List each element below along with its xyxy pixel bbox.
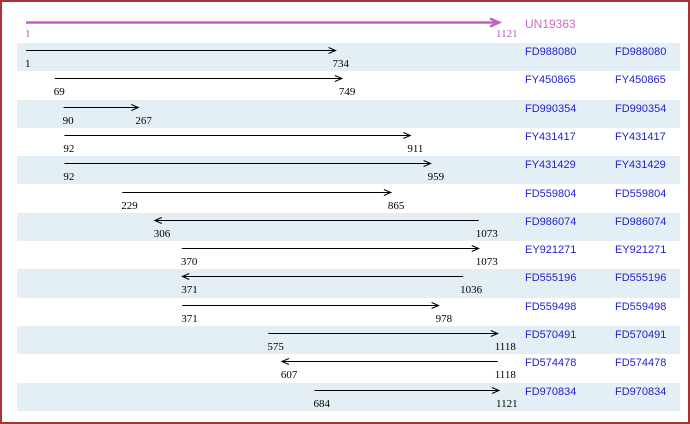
alignment-end-pos: 1118 <box>494 369 516 382</box>
accession-link[interactable]: FD988080 <box>525 46 577 58</box>
alignment-start-pos: 575 <box>267 341 284 353</box>
alignment-start-pos: 92 <box>63 142 75 155</box>
accession-link[interactable]: FY431417 <box>525 130 576 143</box>
accession-link[interactable]: FD559804 <box>615 187 667 200</box>
alignment-start-pos: 371 <box>181 312 198 325</box>
accession-link[interactable]: FD559804 <box>525 187 577 200</box>
accession-link[interactable]: FD986074 <box>525 215 577 228</box>
alignment-end-pos: 1118 <box>494 341 516 353</box>
accession-link[interactable]: FY431417 <box>615 130 666 143</box>
alignment-end-pos: 959 <box>427 171 445 184</box>
alignment-end-pos: 1121 <box>496 397 518 410</box>
accession-link[interactable]: FD570491 <box>525 329 577 341</box>
accession-link[interactable]: FD559498 <box>615 300 667 313</box>
alignment-start-pos: 229 <box>121 199 138 212</box>
alignment-end-pos: 749 <box>338 86 356 99</box>
accession-link[interactable]: FD574478 <box>615 357 667 370</box>
accession-link[interactable]: FD990354 <box>525 102 577 115</box>
alignment-start-pos: 90 <box>62 114 74 127</box>
accession-link[interactable]: FD990354 <box>615 102 667 115</box>
accession-link[interactable]: FD555196 <box>525 272 577 285</box>
alignment-end-pos: 267 <box>135 114 152 127</box>
accession-link[interactable]: FD555196 <box>615 272 667 285</box>
alignment-start-pos: 370 <box>180 256 198 269</box>
alignment-start-pos: 607 <box>280 369 298 382</box>
alignment-start-pos: 1 <box>25 58 31 70</box>
accession-link[interactable]: FY431429 <box>525 159 576 172</box>
alignment-start-pos: 69 <box>53 86 65 99</box>
accession-link[interactable]: FY450865 <box>615 74 666 87</box>
alignment-end-pos: 865 <box>387 199 405 212</box>
accession-link[interactable]: FD970834 <box>615 385 667 398</box>
alignment-start-pos: 306 <box>153 227 171 240</box>
alignment-end-pos: 911 <box>407 142 424 155</box>
alignment-start-pos: 684 <box>313 397 330 410</box>
alignment-end-pos: 1036 <box>460 284 483 297</box>
reference-end-pos: 1121 <box>496 28 518 40</box>
accession-link[interactable]: FY450865 <box>525 74 576 87</box>
accession-link[interactable]: FD570491 <box>615 329 667 341</box>
alignment-start-pos: 92 <box>63 171 75 184</box>
accession-link[interactable]: FD574478 <box>525 357 577 370</box>
reference-start-pos: 1 <box>25 28 31 40</box>
alignment-start-pos: 371 <box>181 284 198 297</box>
alignment-end-pos: 978 <box>435 312 453 325</box>
accession-link[interactable]: FD970834 <box>525 385 577 398</box>
accession-link[interactable]: EY921271 <box>525 244 577 257</box>
alignment-end-pos: 1073 <box>475 227 498 240</box>
reference-name: UN19363 <box>525 17 576 31</box>
alignment-end-pos: 734 <box>332 58 350 70</box>
accession-link[interactable]: FD986074 <box>615 215 667 228</box>
accession-link[interactable]: FD988080 <box>615 46 667 58</box>
accession-link[interactable]: FD559498 <box>525 300 577 313</box>
accession-link[interactable]: EY921271 <box>615 244 667 257</box>
alignment-end-pos: 1073 <box>475 256 498 269</box>
accession-link[interactable]: FY431429 <box>615 159 666 172</box>
